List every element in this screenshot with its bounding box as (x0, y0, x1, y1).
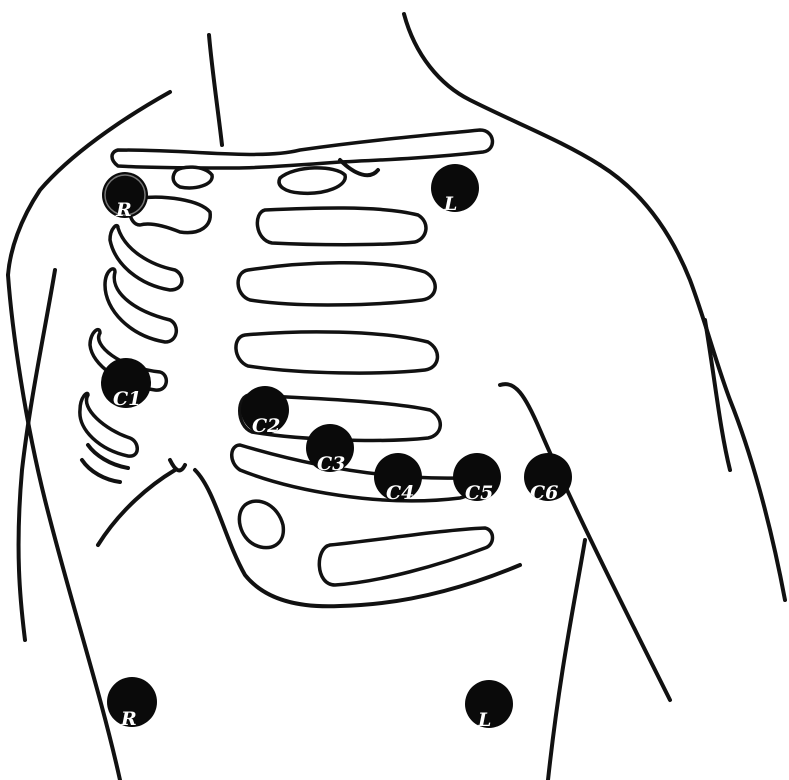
electrode-left-arm-label: L (443, 193, 457, 215)
electrode-v6[interactable]: C6 (524, 453, 572, 504)
electrode-v1[interactable]: C1 (101, 358, 151, 410)
rib-right-2 (238, 263, 435, 305)
electrode-right-leg-label: R (120, 708, 137, 730)
rib-right-3 (236, 332, 438, 373)
rib-right-1 (257, 208, 426, 245)
neck-left-line (209, 35, 222, 145)
electrode-left-leg[interactable]: L (465, 680, 513, 731)
left-shoulder-line (8, 92, 170, 275)
xiphoid-oval (239, 501, 283, 548)
clavicle-band (112, 130, 492, 168)
electrode-v1-label: C1 (113, 388, 141, 410)
left-arm-line (19, 270, 55, 640)
electrode-right-leg[interactable]: R (107, 677, 157, 730)
rib-left-2 (110, 226, 182, 290)
electrodes: R L C1 C2 C3 C4 C5 C6 (101, 164, 572, 731)
right-torso-line (548, 540, 585, 780)
sternum-notch-right (279, 168, 345, 193)
electrode-left-leg-label: L (477, 709, 491, 731)
electrode-v6-label: C6 (530, 482, 558, 504)
sternum-notch-left (173, 167, 212, 188)
sternum-tip (170, 460, 185, 470)
rib-right-6 (319, 528, 492, 585)
right-shoulder-line (600, 165, 785, 600)
electrode-v5-label: C5 (465, 482, 493, 504)
electrode-left-arm[interactable]: L (431, 164, 479, 215)
